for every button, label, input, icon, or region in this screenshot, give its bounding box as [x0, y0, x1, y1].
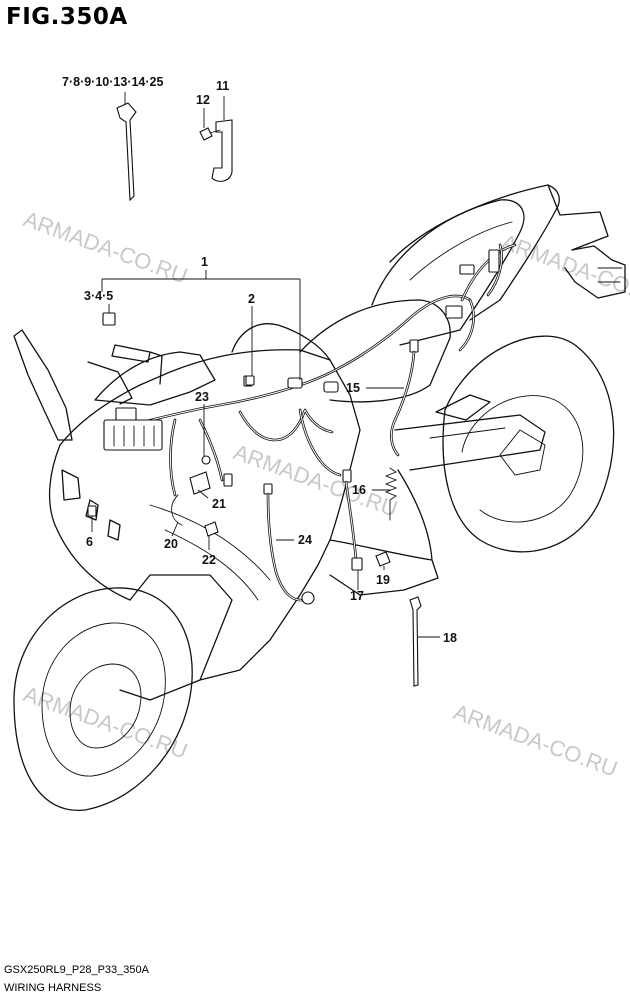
watermark-bottom-right: ARMADA-CO.RU [450, 699, 621, 781]
figure-code: GSX250RL9_P28_P33_350A [4, 964, 149, 976]
figure-name: WIRING HARNESS [4, 982, 102, 994]
motorcycle-outline [13, 184, 626, 811]
main-harness [87, 243, 517, 605]
callout-21: 21 [212, 497, 226, 511]
callout-19: 19 [376, 573, 390, 587]
callout-23: 23 [195, 390, 209, 404]
callout-6: 6 [86, 535, 93, 549]
loose-parts [102, 102, 422, 687]
callout-18: 18 [443, 631, 457, 645]
callout-15: 15 [346, 381, 360, 395]
callout-20: 20 [164, 537, 178, 551]
callout-2: 2 [248, 292, 255, 306]
leader-lines [91, 92, 440, 638]
callout-17: 17 [350, 589, 364, 603]
callout-22: 22 [202, 553, 216, 567]
callout-1: 1 [201, 255, 208, 269]
callouts: 7·8·9·10·13·14·25 11 12 1 3·4·5 2 15 23 … [62, 75, 457, 645]
callout-24: 24 [298, 533, 312, 547]
callout-12: 12 [196, 93, 210, 107]
watermark-top-left: ARMADA-CO.RU [20, 206, 191, 288]
callout-3-4-5: 3·4·5 [84, 289, 113, 303]
callout-16: 16 [352, 483, 366, 497]
figure-title: FIG.350A [6, 4, 128, 30]
watermark-top-right: ARMADA-CO.RU [498, 229, 630, 311]
callout-7-25: 7·8·9·10·13·14·25 [62, 75, 163, 89]
callout-11: 11 [216, 79, 229, 93]
